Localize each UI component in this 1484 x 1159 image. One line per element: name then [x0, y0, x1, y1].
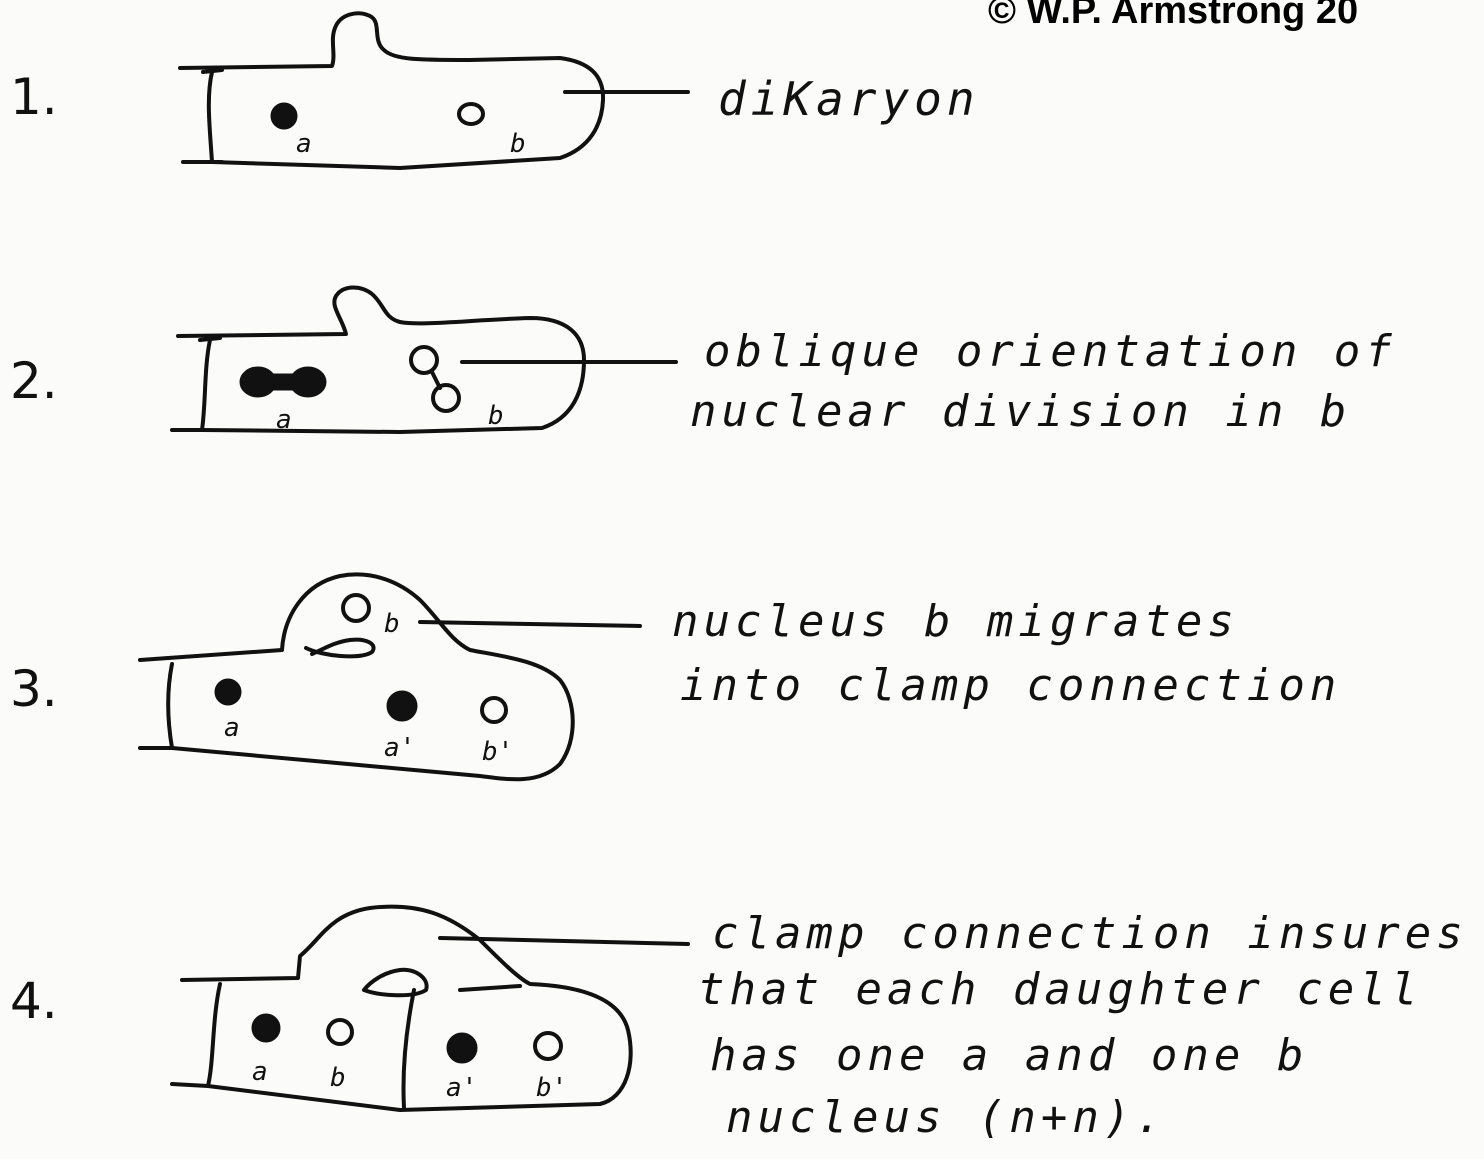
step-2-label-b: b: [488, 401, 504, 431]
step-2-cell: a b: [170, 285, 678, 435]
step-4-septum-left: [206, 982, 222, 1088]
step-1-label-b: b: [510, 129, 526, 159]
step-4-caption-line-4: nucleus (n+n).: [726, 1092, 1167, 1143]
step-2-septum: [200, 338, 212, 432]
step-2-nucleus-b-lower: [431, 383, 461, 413]
step-4-nucleus-b-prime: [533, 1031, 563, 1061]
step-number-1: 1.: [10, 68, 58, 126]
step-4-hypha-outline: [170, 904, 633, 1112]
step-3-nucleus-b-prime: [480, 696, 508, 724]
step-4-label-b: b: [330, 1063, 346, 1093]
step-number-3: 3.: [10, 660, 58, 718]
copyright-notice: © W.P. Armstrong 20: [988, 0, 1359, 32]
step-2-hypha-outline: [170, 285, 586, 434]
step-3-septum: [166, 662, 174, 750]
step-2-label-a: a: [276, 405, 292, 435]
step-3-caption-line-1: nucleus b migrates: [672, 596, 1239, 647]
step-1-label-a: a: [296, 129, 312, 159]
step-1-hypha-outline: [178, 11, 606, 170]
step-1-nucleus-a: [270, 102, 298, 130]
step-3-label-b: b: [384, 609, 400, 639]
step-1-septum: [206, 70, 214, 164]
step-1-caption: diKaryon: [718, 72, 980, 126]
step-4-nucleus-a-prime: [446, 1032, 478, 1064]
step-4-label-b-prime: b': [536, 1073, 567, 1103]
step-3-nucleus-a-prime: [386, 690, 418, 722]
step-4-clamp-tip: [362, 967, 429, 998]
step-2-caption-line-2: nuclear division in b: [690, 386, 1352, 437]
step-4-nucleus-b: [326, 1018, 354, 1046]
step-3-nucleus-a: [214, 678, 242, 706]
step-4-caption-line-3: has one a and one b: [710, 1030, 1309, 1081]
step-4-nucleus-a: [251, 1013, 281, 1043]
step-1-nucleus-b: [457, 102, 485, 126]
step-3-clamp-tip: [304, 637, 376, 659]
step-2-nucleus-b-upper: [409, 345, 439, 375]
step-number-2: 2.: [10, 352, 58, 410]
step-3-label-b-prime: b': [482, 737, 513, 767]
step-4-cell: a b a' b': [170, 904, 690, 1112]
step-4-caption-line-2: that each daughter cell: [698, 964, 1423, 1015]
step-3-label-a: a: [224, 713, 240, 743]
step-3-hypha-outline: [138, 572, 575, 782]
step-4-septum-middle: [401, 988, 416, 1110]
step-4-label-a: a: [252, 1057, 268, 1087]
step-2-caption-line-1: oblique orientation of: [704, 326, 1397, 377]
step-number-4: 4.: [10, 972, 58, 1030]
step-3-pointer: [418, 620, 642, 628]
step-1-cell: a b: [178, 11, 690, 170]
step-4-label-a-prime: a': [446, 1073, 477, 1103]
step-3-cell: b a a' b': [138, 572, 642, 782]
step-3-label-a-prime: a': [384, 733, 415, 763]
step-4-caption-line-1: clamp connection insures: [712, 908, 1468, 959]
step-3-caption-line-2: into clamp connection: [680, 660, 1342, 711]
step-3-nucleus-b-in-clamp: [341, 593, 371, 623]
step-4-pointer: [438, 936, 690, 946]
